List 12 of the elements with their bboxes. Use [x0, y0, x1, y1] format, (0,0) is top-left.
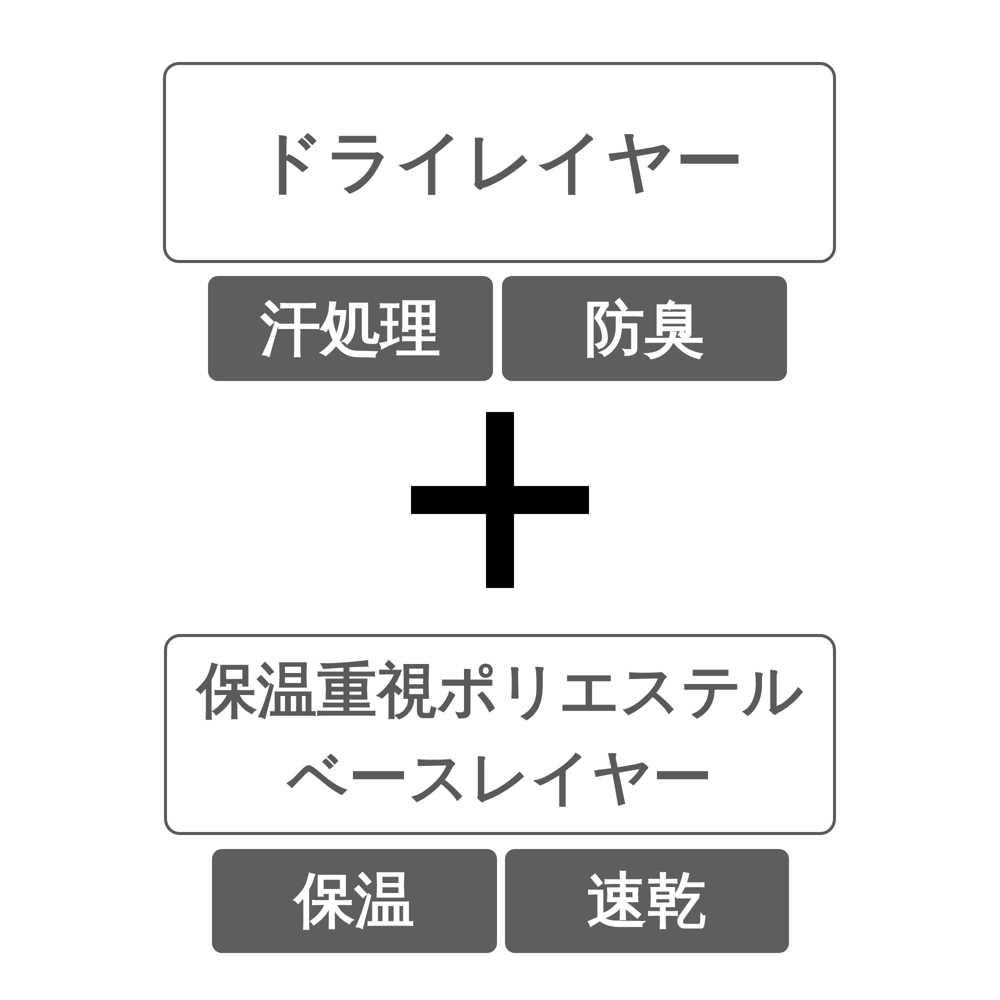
layer-name: ドライレイヤー	[256, 122, 744, 204]
layer-box	[163, 62, 836, 263]
feature-tag	[212, 849, 497, 953]
feature-tag	[502, 276, 787, 381]
feature-label: 保温	[294, 865, 414, 937]
feature-label: 防臭	[584, 292, 704, 364]
layer-box	[164, 634, 836, 835]
feature-label: 汗処理	[260, 292, 440, 364]
feature-tag	[505, 849, 789, 953]
feature-tag	[208, 276, 493, 381]
feature-label: 速乾	[587, 865, 707, 937]
layer-name: 保温重視ポリエステルベースレイヤー	[194, 654, 804, 814]
